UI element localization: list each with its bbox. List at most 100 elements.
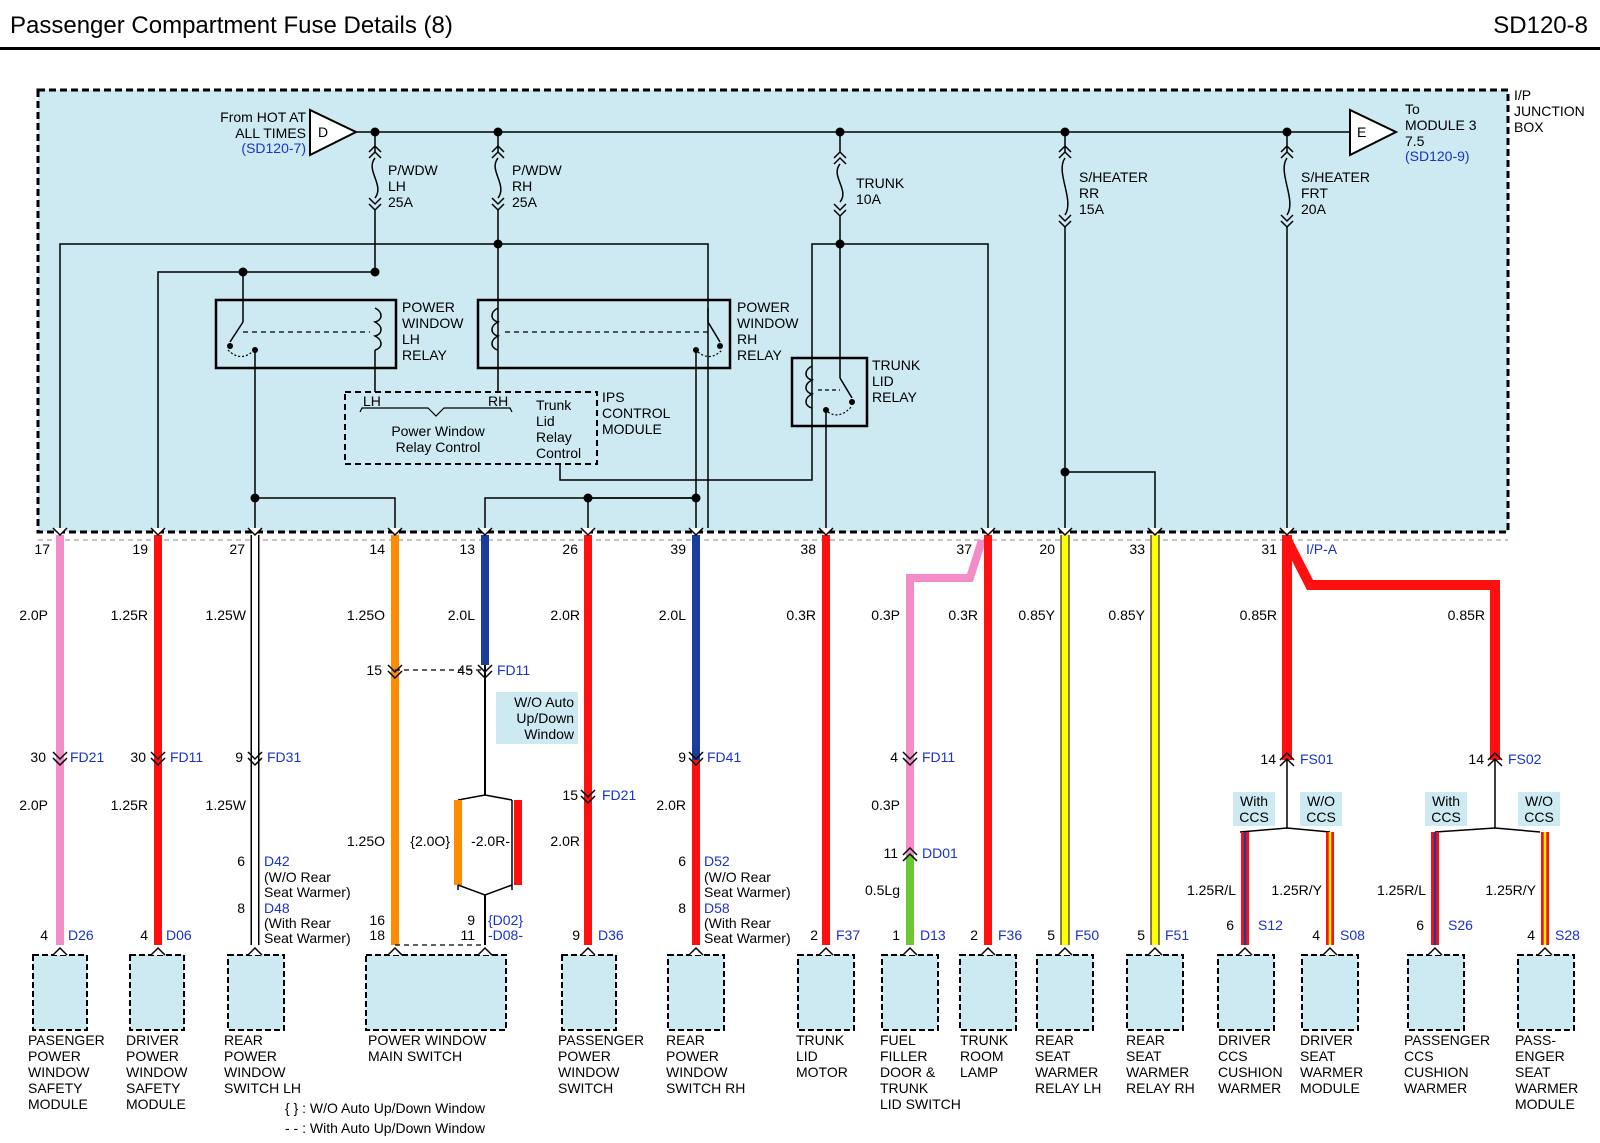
svg-text:FS02: FS02: [1508, 751, 1542, 767]
svg-text:14: 14: [369, 541, 385, 557]
source-in-connector: D: [309, 108, 359, 157]
page-title: Passenger Compartment Fuse Details (8): [10, 12, 453, 39]
svg-text:37: 37: [956, 541, 972, 557]
component-box-f51: [1126, 954, 1184, 1031]
svg-text:F51: F51: [1165, 927, 1189, 943]
svg-text:S26: S26: [1448, 917, 1473, 933]
svg-text:26: 26: [562, 541, 578, 557]
svg-text:31: 31: [1261, 541, 1277, 557]
svg-text:17: 17: [34, 541, 50, 557]
svg-text:19: 19: [132, 541, 148, 557]
svg-text:D13: D13: [920, 927, 946, 943]
source-out-connector: E: [1349, 108, 1399, 157]
svg-text:-D08-: -D08-: [488, 927, 523, 943]
svg-text:20: 20: [1039, 541, 1055, 557]
svg-text:S28: S28: [1555, 927, 1580, 943]
component-box-s28: [1517, 954, 1575, 1031]
legend: { } : W/O Auto Up/Down Window - - : With…: [285, 1100, 486, 1136]
internal-wiring: [59, 243, 1156, 528]
svg-text:15: 15: [366, 662, 382, 678]
svg-text:2.0L: 2.0L: [659, 607, 686, 623]
svg-text:5: 5: [1137, 927, 1145, 943]
page-code: SD120-8: [1493, 12, 1588, 39]
svg-text:FD21: FD21: [602, 787, 636, 803]
svg-text:14: 14: [1260, 751, 1276, 767]
internal-junctions: [238, 239, 1070, 503]
svg-text:1.25O: 1.25O: [347, 833, 385, 849]
ccs-branches: [1239, 760, 1549, 945]
component-box-d13: [881, 954, 939, 1031]
svg-text:FS01: FS01: [1300, 751, 1334, 767]
svg-text:D06: D06: [166, 927, 192, 943]
component-box-f36: [959, 954, 1017, 1031]
svg-text:15: 15: [562, 787, 578, 803]
svg-text:4: 4: [140, 927, 148, 943]
svg-text:FD21: FD21: [70, 749, 104, 765]
svg-text:0.5Lg: 0.5Lg: [865, 882, 900, 898]
svg-text:2.0R: 2.0R: [656, 797, 686, 813]
svg-text:39: 39: [670, 541, 686, 557]
wires: [56, 535, 1500, 945]
svg-text:D42: D42: [264, 853, 290, 869]
component-box-rear-pw-lh: [227, 954, 285, 1031]
svg-text:9: 9: [235, 749, 243, 765]
svg-text:33: 33: [1129, 541, 1145, 557]
wire-label-2-0r: -2.0R-: [471, 833, 510, 849]
svg-text:1.25W: 1.25W: [206, 797, 247, 813]
svg-text:2.0R: 2.0R: [550, 607, 580, 623]
trunk-lid-relay: [790, 356, 869, 428]
svg-text:E: E: [1357, 124, 1366, 140]
svg-text:13: 13: [459, 541, 475, 557]
source-in-ref: (SD120-7): [241, 140, 306, 156]
svg-text:18: 18: [369, 927, 385, 943]
pin-chevrons: [52, 527, 1295, 537]
svg-text:1.25R/Y: 1.25R/Y: [1271, 882, 1322, 898]
svg-text:8: 8: [237, 900, 245, 916]
svg-text:D: D: [318, 124, 328, 140]
svg-text:1.25R/L: 1.25R/L: [1187, 882, 1236, 898]
svg-text:0.85R: 0.85R: [1240, 607, 1277, 623]
svg-text:2.0P: 2.0P: [19, 797, 48, 813]
main-switch-alt-wires: [395, 665, 522, 946]
component-box-d06: [129, 954, 185, 1031]
svg-text:S08: S08: [1340, 927, 1365, 943]
svg-text:FD11: FD11: [170, 749, 203, 765]
svg-text:6: 6: [1416, 917, 1424, 933]
svg-text:9: 9: [572, 927, 580, 943]
component-box-main-switch: [365, 954, 507, 1031]
svg-text:8: 8: [678, 900, 686, 916]
svg-text:D48: D48: [264, 900, 290, 916]
svg-text:6: 6: [237, 853, 245, 869]
component-box-rear-pw-rh: [667, 954, 725, 1031]
svg-text:45: 45: [457, 662, 473, 678]
svg-text:D52: D52: [704, 853, 730, 869]
svg-text:4: 4: [890, 749, 898, 765]
svg-text:1.25W: 1.25W: [206, 607, 247, 623]
fuse-sheater-rr: [1058, 132, 1072, 528]
svg-text:27: 27: [229, 541, 245, 557]
svg-text:D36: D36: [598, 927, 624, 943]
fuse-pwdw-lh: [368, 132, 382, 272]
svg-text:0.3R: 0.3R: [786, 607, 816, 623]
